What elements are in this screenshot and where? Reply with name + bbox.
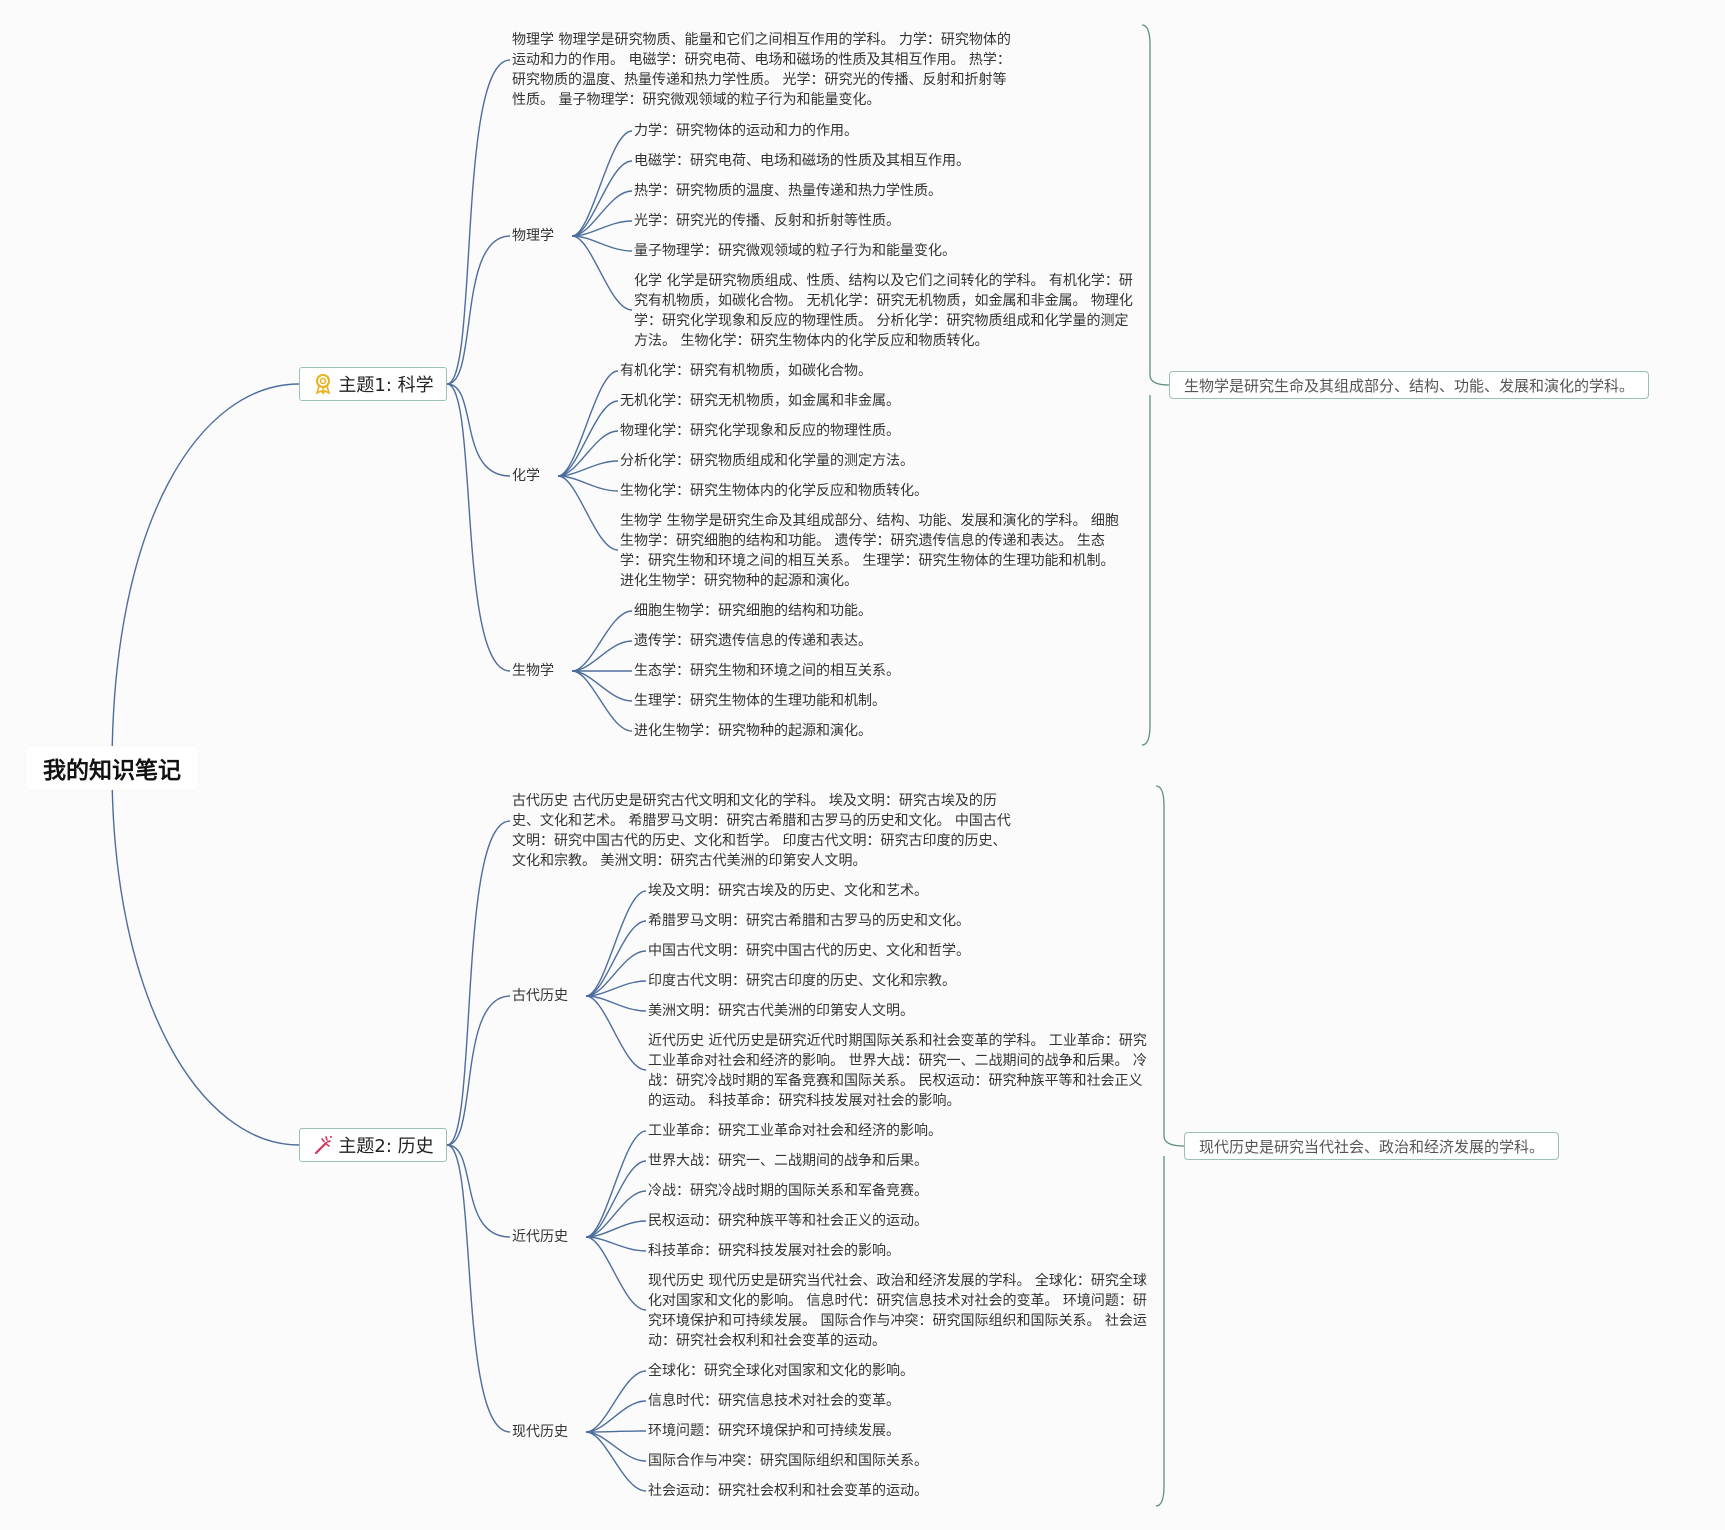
subtopic-contemporary-history[interactable]: 现代历史 — [512, 1424, 568, 1440]
connector-line — [585, 980, 647, 997]
connector-line — [571, 130, 633, 237]
summary-bracket — [1155, 785, 1185, 1507]
connector-line — [557, 370, 619, 477]
leaf-item[interactable]: 希腊罗马文明：研究古希腊和古罗马的历史和文化。 — [648, 913, 970, 929]
leaf-item[interactable]: 生理学：研究生物体的生理功能和机制。 — [634, 693, 886, 709]
connector-line — [111, 383, 300, 769]
connector-line — [585, 1370, 647, 1433]
connector-line — [571, 670, 633, 732]
connector-line — [585, 920, 647, 997]
connector-line — [557, 430, 619, 477]
leaf-item[interactable]: 分析化学：研究物质组成和化学量的测定方法。 — [620, 453, 914, 469]
topic-node-history[interactable]: 主题2: 历史 — [299, 1128, 447, 1162]
connector-line — [571, 220, 633, 237]
connector-line — [571, 160, 633, 237]
leaf-item[interactable]: 国际合作与冲突：研究国际组织和国际关系。 — [648, 1453, 928, 1469]
connector-line — [571, 610, 633, 672]
leaf-item[interactable]: 进化生物学：研究物种的起源和演化。 — [634, 723, 872, 739]
leaf-item[interactable]: 物理化学：研究化学现象和反应的物理性质。 — [620, 423, 900, 439]
connector-line — [585, 1160, 647, 1238]
connector-line — [557, 475, 619, 551]
leaf-item[interactable]: 生物化学：研究生物体内的化学反应和物质转化。 — [620, 483, 928, 499]
connector-line — [557, 460, 619, 477]
leaf-item[interactable]: 化学 化学是研究物质组成、性质、结构以及它们之间转化的学科。 有机化学：研究有机… — [634, 273, 1133, 349]
award-ribbon-icon — [316, 374, 331, 395]
leaf-item[interactable]: 环境问题：研究环境保护和可持续发展。 — [648, 1423, 900, 1439]
leaf-item[interactable]: 民权运动：研究种族平等和社会正义的运动。 — [648, 1213, 928, 1229]
topic-intro-text[interactable]: 物理学 物理学是研究物质、能量和它们之间相互作用的学科。 力学：研究物体的运动和… — [512, 32, 1011, 108]
connector-line — [585, 1220, 647, 1238]
connector-line — [446, 995, 511, 1146]
connector-line — [585, 1400, 647, 1433]
leaf-item[interactable]: 电磁学：研究电荷、电场和磁场的性质及其相互作用。 — [634, 153, 970, 169]
connector-line — [571, 640, 633, 672]
connector-line — [585, 1130, 647, 1238]
leaf-item[interactable]: 生物学 生物学是研究生命及其组成部分、结构、功能、发展和演化的学科。 细胞生物学… — [620, 513, 1119, 589]
summary-bracket — [1141, 24, 1170, 746]
leaf-item[interactable]: 冷战：研究冷战时期的国际关系和军备竞赛。 — [648, 1183, 928, 1199]
root-node[interactable]: 我的知识笔记 — [26, 746, 198, 790]
connector-line — [585, 1190, 647, 1238]
connector-line — [446, 1144, 511, 1433]
connector-line — [111, 767, 300, 1146]
connector-line — [446, 383, 511, 477]
leaf-item[interactable]: 量子物理学：研究微观领域的粒子行为和能量变化。 — [634, 243, 956, 259]
leaf-item[interactable]: 力学：研究物体的运动和力的作用。 — [634, 123, 858, 139]
leaf-item[interactable]: 工业革命：研究工业革命对社会和经济的影响。 — [648, 1123, 942, 1139]
connector-line — [585, 995, 647, 1012]
connector-line — [446, 1144, 511, 1238]
connector-line — [557, 475, 619, 492]
connector-line — [571, 190, 633, 237]
leaf-item[interactable]: 世界大战：研究一、二战期间的战争和后果。 — [648, 1153, 928, 1169]
leaf-item[interactable]: 社会运动：研究社会权利和社会变革的运动。 — [648, 1483, 928, 1499]
summary-history[interactable]: 现代历史是研究当代社会、政治和经济发展的学科。 — [1184, 1132, 1560, 1160]
connector-line — [585, 1236, 647, 1311]
leaf-item[interactable]: 信息时代：研究信息技术对社会的变革。 — [648, 1393, 900, 1409]
leaf-item[interactable]: 光学：研究光的传播、反射和折射等性质。 — [634, 213, 900, 229]
connector-line — [585, 950, 647, 997]
connector-line — [585, 1430, 647, 1433]
magic-wand-icon — [315, 1136, 333, 1155]
leaf-item[interactable]: 近代历史 近代历史是研究近代时期国际关系和社会变革的学科。 工业革命：研究工业革… — [648, 1033, 1147, 1109]
leaf-item[interactable]: 现代历史 现代历史是研究当代社会、政治和经济发展的学科。 全球化：研究全球化对国… — [648, 1273, 1147, 1349]
leaf-item[interactable]: 有机化学：研究有机物质，如碳化合物。 — [620, 363, 872, 379]
connector-line — [571, 235, 633, 311]
topic-intro-text[interactable]: 古代历史 古代历史是研究古代文明和文化的学科。 埃及文明：研究古埃及的历史、文化… — [512, 793, 1011, 869]
topic-label: 主题1: 科学 — [338, 375, 434, 396]
connector-line — [557, 400, 619, 477]
leaf-item[interactable]: 无机化学：研究无机物质，如金属和非金属。 — [620, 393, 900, 409]
connector-line — [585, 890, 647, 997]
connector-line — [446, 235, 511, 385]
leaf-item[interactable]: 生态学：研究生物和环境之间的相互关系。 — [634, 663, 900, 679]
leaf-item[interactable]: 印度古代文明：研究古印度的历史、文化和宗教。 — [648, 973, 956, 989]
leaf-item[interactable]: 中国古代文明：研究中国古代的历史、文化和哲学。 — [648, 943, 970, 959]
subtopic-ancient-history[interactable]: 古代历史 — [512, 988, 568, 1004]
connector-line — [585, 1431, 647, 1492]
leaf-item[interactable]: 美洲文明：研究古代美洲的印第安人文明。 — [648, 1003, 914, 1019]
leaf-item[interactable]: 全球化：研究全球化对国家和文化的影响。 — [648, 1363, 914, 1379]
topic-label: 主题2: 历史 — [338, 1136, 434, 1157]
topic-node-science[interactable]: 主题1: 科学 — [299, 367, 447, 401]
leaf-item[interactable]: 细胞生物学：研究细胞的结构和功能。 — [634, 603, 872, 619]
connector-line — [585, 995, 647, 1071]
connector-line — [446, 820, 511, 1146]
leaf-item[interactable]: 遗传学：研究遗传信息的传递和表达。 — [634, 633, 872, 649]
subtopic-physics[interactable]: 物理学 — [512, 228, 554, 244]
leaf-item[interactable]: 科技革命：研究科技发展对社会的影响。 — [648, 1243, 900, 1259]
connector-line — [446, 59, 511, 385]
subtopic-chemistry[interactable]: 化学 — [512, 468, 540, 484]
connector-line — [571, 235, 633, 252]
connector-line — [446, 383, 511, 672]
subtopic-modern-history[interactable]: 近代历史 — [512, 1229, 568, 1245]
leaf-item[interactable]: 热学：研究物质的温度、热量传递和热力学性质。 — [634, 183, 942, 199]
summary-science[interactable]: 生物学是研究生命及其组成部分、结构、功能、发展和演化的学科。 — [1169, 371, 1650, 399]
connector-line — [585, 1236, 647, 1252]
subtopic-biology[interactable]: 生物学 — [512, 663, 554, 679]
leaf-item[interactable]: 埃及文明：研究古埃及的历史、文化和艺术。 — [648, 883, 928, 899]
